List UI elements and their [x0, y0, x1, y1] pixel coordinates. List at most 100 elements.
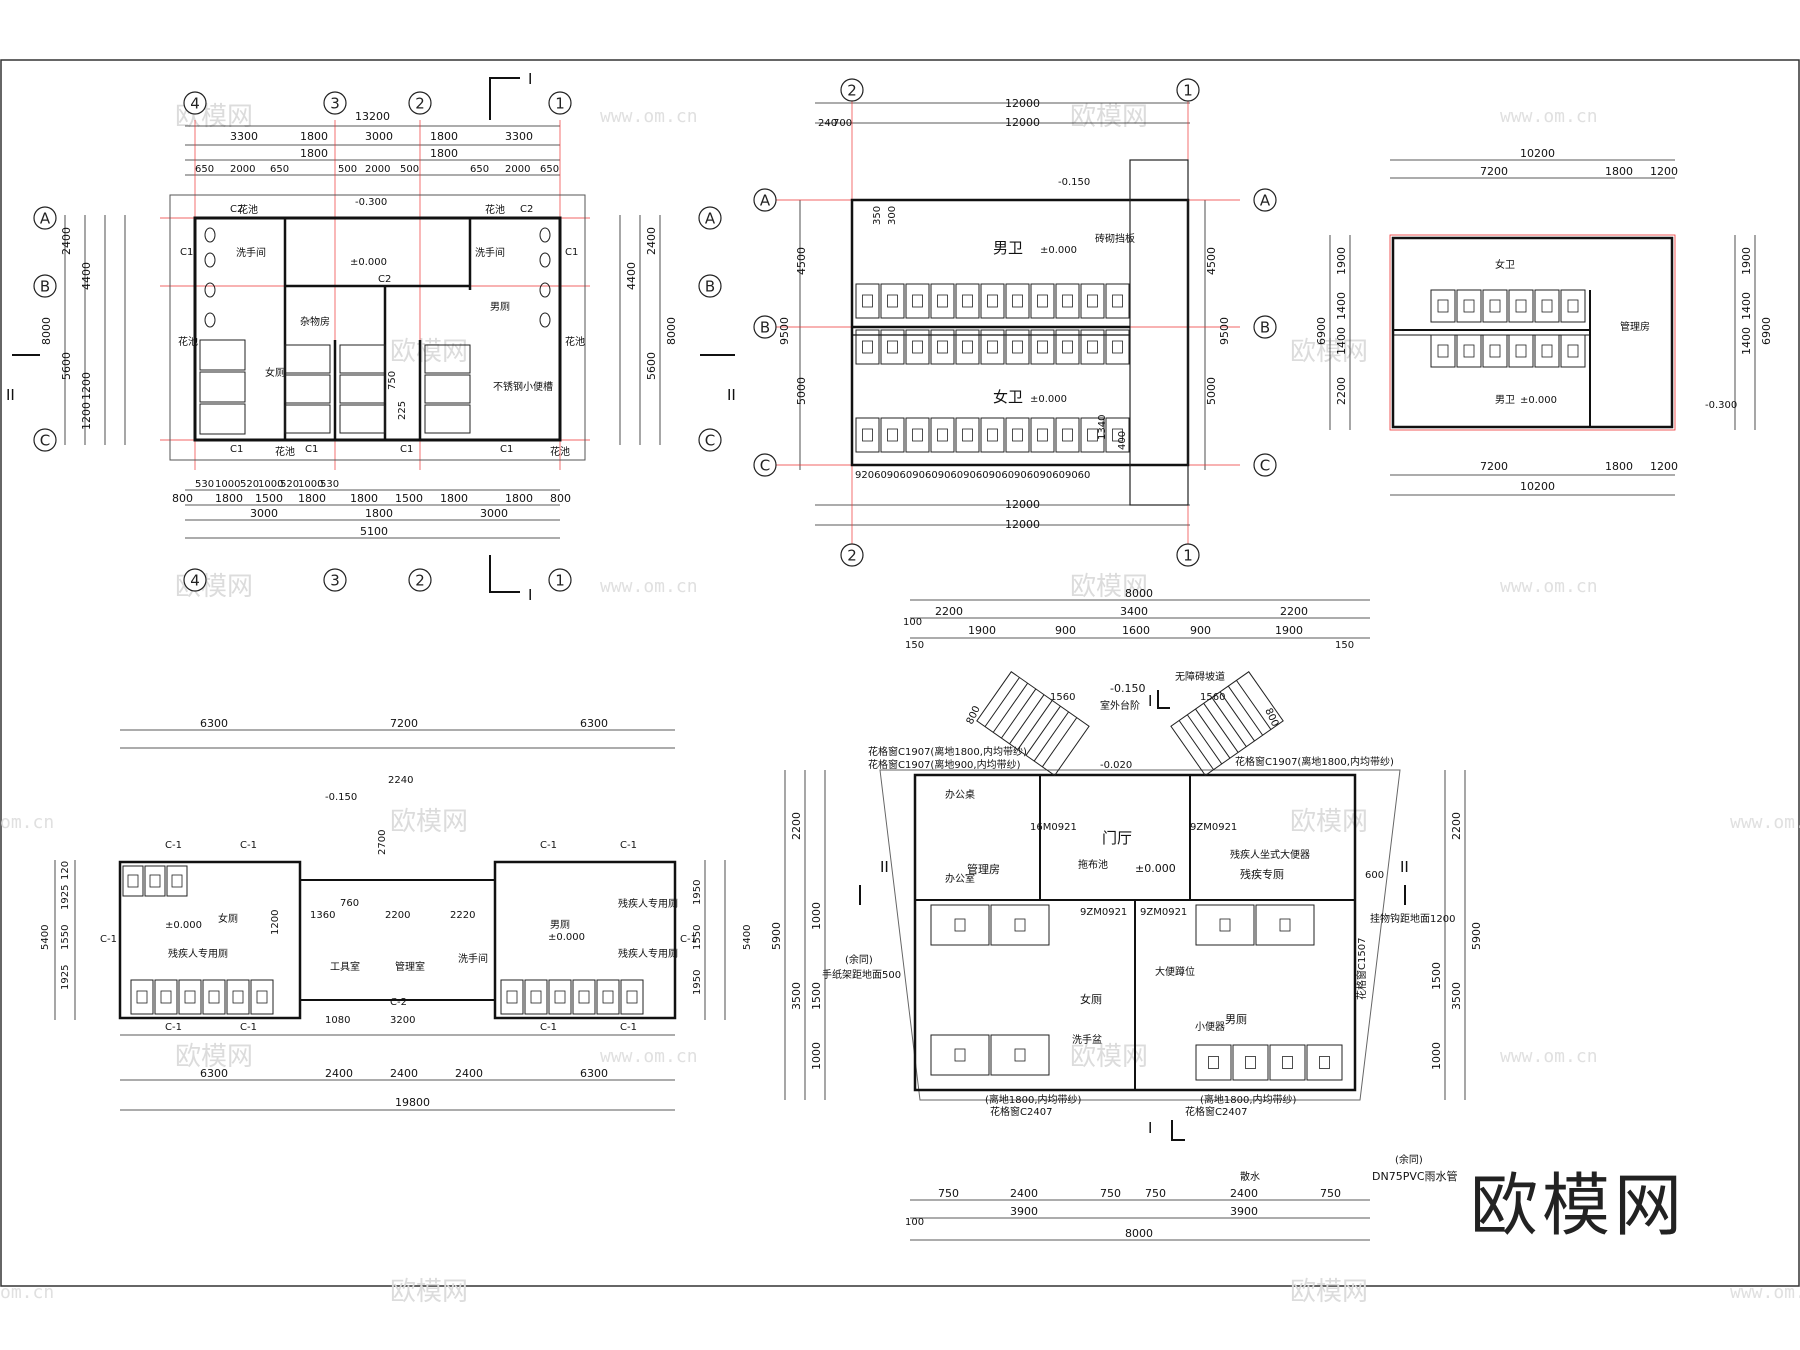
dim-text: 3900: [1010, 1205, 1038, 1218]
room-label: 花池: [550, 445, 570, 458]
dim-text: 2220: [450, 910, 475, 921]
toilet-icon: [1087, 294, 1098, 308]
dim-text: 12000: [1005, 498, 1040, 511]
stall: [1195, 904, 1255, 946]
stall: [166, 865, 188, 897]
dim-text: 750: [938, 1187, 959, 1200]
stall: [620, 979, 644, 1015]
dim-text: 2200: [790, 812, 803, 840]
window-label: 花格窗C2407: [1185, 1105, 1247, 1118]
dim-text: 1900: [968, 624, 996, 637]
door-label: 9ZM0921: [1080, 907, 1127, 918]
dim-text: 5900: [1470, 922, 1483, 950]
toilet-icon: [862, 340, 873, 354]
room-label: 女厕: [265, 366, 285, 379]
dim-text: 1800: [505, 492, 533, 505]
dim-text: 1000: [810, 902, 823, 930]
stall: [1508, 289, 1534, 323]
stall: [1508, 334, 1534, 368]
dim-text: 1800: [1605, 165, 1633, 178]
dim-text: 5000: [795, 377, 808, 405]
stall: [955, 283, 980, 319]
stall-grid: [930, 904, 1343, 1081]
section-mark: I: [528, 586, 532, 604]
axis-label: 4: [190, 572, 200, 590]
room-label: 无障碍坡道: [1175, 670, 1225, 683]
axis-label: B: [705, 278, 715, 296]
stall: [855, 283, 880, 319]
window-label: C-1: [540, 1022, 557, 1033]
section-mark: II: [880, 858, 889, 876]
toilet-icon: [912, 428, 923, 442]
window-label: C1: [230, 444, 243, 455]
dim-text: 900: [1055, 624, 1076, 637]
stall: [1430, 289, 1456, 323]
toilet-icon: [232, 990, 244, 1004]
dim-text: 3900: [1230, 1205, 1258, 1218]
dim-text: 530: [195, 479, 214, 490]
stall: [1055, 329, 1080, 365]
axis-label: 2: [415, 95, 425, 113]
stall: [1030, 283, 1055, 319]
floor-plan-5: I I II II 8000 2200 3400 2200 1900 900 1…: [770, 587, 1483, 1241]
toilet-icon: [937, 340, 948, 354]
watermark: 欧模网: [1070, 1042, 1148, 1072]
note-text: DN75PVC雨水管: [1372, 1169, 1458, 1183]
toilet-icon: [962, 294, 973, 308]
dim-text: 1900: [1335, 247, 1348, 275]
stall: [202, 979, 226, 1015]
axis-label: B: [760, 319, 770, 337]
level-mark: ±0.000: [1030, 394, 1067, 405]
dim-text: 520: [280, 479, 299, 490]
toilet-icon: [530, 990, 542, 1004]
stall: [524, 979, 548, 1015]
dim-text: 2400: [60, 227, 73, 255]
toilet-icon: [602, 990, 614, 1004]
stall: [930, 283, 955, 319]
watermark-url: www.om.cn: [1730, 1282, 1800, 1303]
level-mark: -0.300: [355, 197, 387, 208]
dim-text: 9206090609060906090609060906090609060: [855, 470, 1090, 481]
dim-text: 1400: [1740, 327, 1753, 355]
dim-text: 2200: [385, 910, 410, 921]
level-mark: ±0.000: [165, 920, 202, 931]
stall: [930, 1034, 990, 1076]
dim-text: 2400: [1230, 1187, 1258, 1200]
window-label: (离地1800,内均带纱): [1200, 1093, 1297, 1106]
dim-text: 1200: [270, 910, 281, 935]
dim-text: 1000: [810, 1042, 823, 1070]
level-mark: ±0.000: [1135, 862, 1176, 875]
dim-text: 12000: [1005, 97, 1040, 110]
dim-text: 8000: [1125, 1227, 1153, 1240]
dim-text: 6300: [200, 1067, 228, 1080]
stall: [122, 865, 144, 897]
note-text: (余同): [1395, 1153, 1423, 1166]
toilet-icon: [1112, 294, 1123, 308]
stall: [1534, 334, 1560, 368]
room-label: 残疾人专用厕: [168, 947, 228, 960]
axis-label: 1: [1183, 547, 1193, 565]
toilet-icon: [987, 428, 998, 442]
toilet-icon: [578, 990, 590, 1004]
dim-text: 5600: [645, 352, 658, 380]
window-label: 花格窗C1907(离地1800,内均带纱): [1235, 755, 1394, 768]
level-mark: ±0.000: [350, 257, 387, 268]
room-label: 管理房: [967, 862, 1000, 876]
room-label: 男卫: [993, 239, 1023, 257]
dim-text: 750: [1100, 1187, 1121, 1200]
dim-text: 1080: [325, 1015, 350, 1026]
stall-grid: [1430, 289, 1586, 368]
dim-text: 8000: [1125, 587, 1153, 600]
dim-text: 1800: [300, 130, 328, 143]
axis-label: 4: [190, 95, 200, 113]
dim-text: 1200: [1650, 165, 1678, 178]
section-mark: II: [1400, 858, 1409, 876]
dim-text: 1800: [430, 130, 458, 143]
stall: [980, 417, 1005, 453]
toilet-icon: [954, 918, 966, 932]
room-label: 工具室: [330, 960, 360, 973]
stall: [905, 329, 930, 365]
dim-text: 9500: [1218, 317, 1231, 345]
toilet-icon: [1037, 428, 1048, 442]
stall: [1005, 329, 1030, 365]
